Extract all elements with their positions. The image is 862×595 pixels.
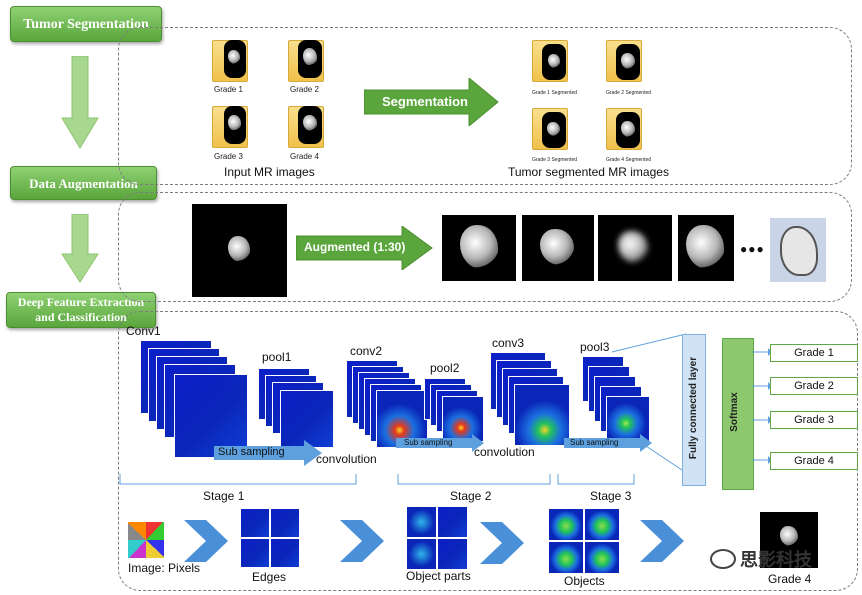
wechat-icon	[710, 549, 736, 569]
output-grade-1: Grade 1	[770, 344, 858, 362]
cnn-panel	[118, 311, 858, 591]
edges-maps	[240, 508, 300, 568]
chevron-arrow-3	[480, 522, 524, 564]
object-parts-maps	[406, 506, 468, 570]
objects-maps	[548, 508, 620, 574]
source-mri-image	[192, 204, 287, 297]
grade-label: Grade 2	[290, 85, 319, 94]
augmented-image-1	[442, 215, 516, 281]
final-grade-label: Grade 4	[768, 572, 812, 586]
watermark: 思影科技	[710, 546, 812, 572]
pixel-image	[128, 522, 164, 558]
object-parts-label: Object parts	[406, 569, 471, 583]
fully-connected-label: Fully connected layer	[688, 356, 699, 460]
conv1-label: Conv1	[126, 324, 161, 338]
softmax-layer	[722, 338, 754, 490]
augmented-image-5	[770, 218, 826, 282]
stage-3-label: Stage 3	[590, 489, 632, 503]
output-grade-3: Grade 3	[770, 411, 858, 429]
augmented-image-4	[678, 215, 734, 281]
edges-label: Edges	[252, 570, 287, 584]
sub-sampling-arrow-1	[214, 440, 322, 466]
down-arrow-2	[61, 214, 99, 283]
grade-label: Grade 1 Segmented	[532, 90, 578, 96]
grade-label: Grade 3 Segmented	[532, 157, 578, 163]
objects-label: Objects	[564, 574, 605, 588]
grade-arrows	[752, 348, 772, 464]
stage-1-label: Stage 1	[203, 489, 245, 503]
step-label: Data Augmentation	[29, 175, 138, 191]
output-grade-4: Grade 4	[770, 452, 858, 470]
grade-label: Grade 1	[214, 85, 243, 94]
convolution-label-2: convolution	[474, 445, 535, 459]
conv3-label: conv3	[492, 336, 525, 350]
final-grade-image	[760, 512, 818, 568]
segmentation-arrow-label: Segmentation	[382, 94, 468, 109]
augmented-image-3	[598, 215, 672, 281]
segmentation-arrow	[364, 78, 499, 126]
convolution-label-1: convolution	[316, 452, 377, 466]
sub-sampling-arrow-3	[564, 434, 652, 452]
stage-brackets	[119, 474, 635, 485]
grade-label: Grade 4	[290, 152, 319, 161]
output-caption: Tumor segmented MR images	[508, 165, 669, 179]
augmented-arrow	[296, 226, 433, 270]
grade-label: Grade 4 Segmented	[606, 157, 652, 163]
stage-2-label: Stage 2	[450, 489, 492, 503]
watermark-text: 思影科技	[740, 550, 812, 571]
step-label-line2: and Classification	[35, 310, 127, 324]
step-tumor-segmentation: Tumor Segmentation	[10, 6, 162, 42]
chevron-arrow-1	[184, 520, 228, 562]
conv2-label: conv2	[350, 344, 383, 358]
augmented-arrow-label: Augmented (1:30)	[304, 240, 406, 254]
grade-label: Grade 3	[214, 152, 243, 161]
down-arrow-1	[61, 56, 99, 149]
pixels-label: Image: Pixels	[128, 561, 201, 575]
pool2-label: pool2	[430, 361, 460, 375]
sub-sampling-label-1: Sub sampling	[218, 446, 285, 458]
sub-sampling-label-3: Sub sampling	[570, 438, 619, 447]
chevron-arrow-2	[340, 520, 384, 562]
segmentation-panel	[118, 27, 852, 185]
fully-connected-layer	[682, 334, 706, 486]
pool3-label: pool3	[580, 340, 610, 354]
more-ellipsis: ●●●	[740, 242, 765, 256]
pool1-label: pool1	[262, 350, 292, 364]
chevron-arrow-4	[640, 520, 684, 562]
grade-label: Grade 2 Segmented	[606, 90, 652, 96]
softmax-label: Softmax	[729, 392, 740, 432]
step-label-line1: Deep Feature Extraction	[17, 295, 145, 309]
sub-sampling-arrow-2	[396, 434, 484, 452]
step-label: Tumor Segmentation	[23, 16, 149, 32]
augmented-image-2	[522, 215, 594, 281]
augmentation-panel	[118, 192, 852, 302]
sub-sampling-label-2: Sub sampling	[404, 438, 453, 447]
input-caption: Input MR images	[224, 165, 315, 179]
output-grade-2: Grade 2	[770, 377, 858, 395]
